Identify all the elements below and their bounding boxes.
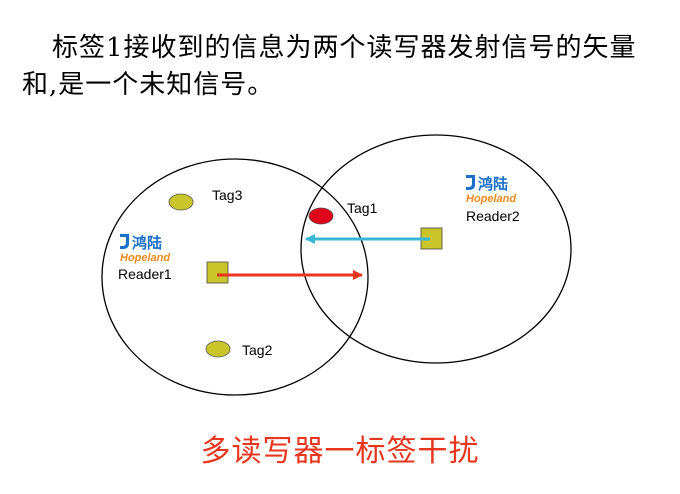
reader1-coverage-circle: [101, 158, 369, 396]
reader2-label: Reader2: [466, 208, 520, 224]
reader1-logo-en: Hopeland: [120, 252, 170, 264]
reader1-logo-cn: 鸿陆: [132, 234, 162, 252]
reader2-logo-cn: 鸿陆: [478, 175, 508, 193]
reader2-logo: 鸿陆 Hopeland: [466, 175, 516, 205]
hopeland-logo-icon: [466, 175, 475, 190]
reader1-label: Reader1: [118, 266, 172, 282]
reader1-logo: 鸿陆 Hopeland: [120, 234, 170, 264]
footer-caption: 多读写器一标签干扰: [200, 434, 480, 469]
reader2-coverage-circle: [300, 134, 572, 364]
reader1-square: [206, 261, 229, 284]
tag1-marker: [308, 207, 334, 225]
tag3-marker: [168, 193, 194, 211]
heading-text: 标签1接收到的信息为两个读写器发射信号的矢量和,是一个未知信号。: [22, 33, 637, 100]
tag2-marker: [205, 340, 231, 358]
tag1-label: Tag1: [347, 200, 378, 216]
tag3-label: Tag3: [212, 187, 243, 203]
tag2-label: Tag2: [242, 342, 273, 358]
hopeland-logo-icon: [120, 234, 129, 249]
reader2-logo-en: Hopeland: [466, 193, 516, 205]
